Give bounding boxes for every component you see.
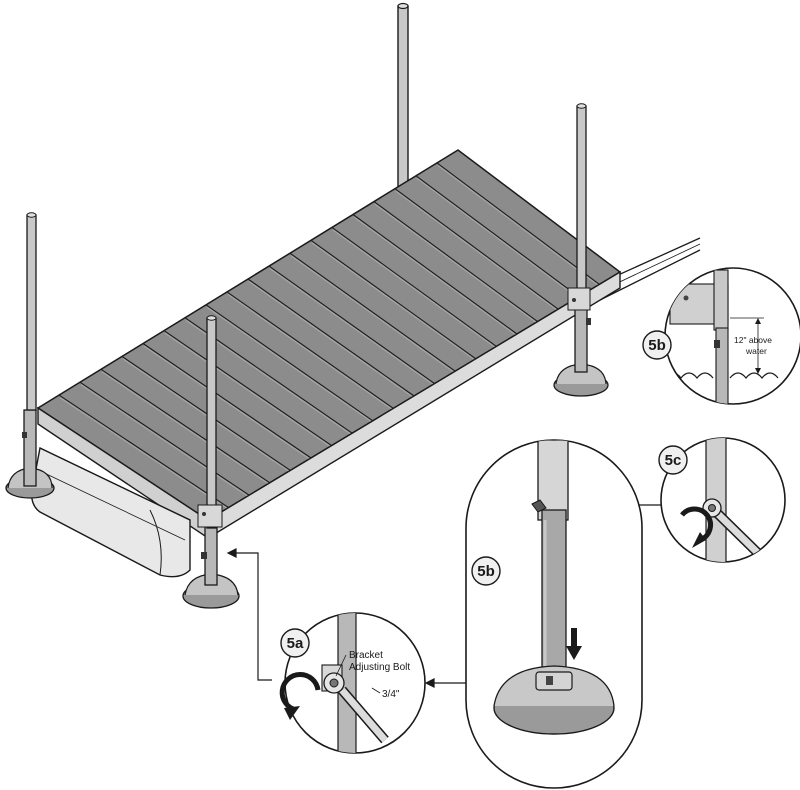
plank-seam xyxy=(142,343,312,459)
plank-highlight xyxy=(59,397,230,511)
plank-seam xyxy=(79,381,250,496)
plank-seam xyxy=(163,330,332,447)
plank-seam xyxy=(205,304,374,422)
plank-highlight xyxy=(332,229,498,350)
right-post xyxy=(553,103,609,397)
plank-seam xyxy=(289,252,456,372)
plank-highlight xyxy=(353,216,519,337)
plank-highlight xyxy=(248,281,416,399)
plank-highlight xyxy=(311,242,478,362)
step-5b-small-label: 5b xyxy=(648,337,666,354)
plank-highlight xyxy=(269,268,436,387)
plank-highlight xyxy=(416,177,581,300)
plank-seam xyxy=(331,226,497,347)
plank-highlight xyxy=(101,371,272,486)
front-post xyxy=(182,315,240,609)
plank-highlight xyxy=(80,384,251,499)
height-label-line2: water xyxy=(745,346,767,356)
plank-highlight xyxy=(290,255,457,375)
step-5c-label: 5c xyxy=(665,452,682,469)
plank-seam xyxy=(226,291,394,409)
detail-5c: 5c xyxy=(658,437,786,563)
detail-5b-large: 5b xyxy=(465,439,643,789)
plank-highlight xyxy=(395,190,560,313)
bracket-label-line1: Bracket xyxy=(349,650,383,661)
plank-highlight xyxy=(437,164,601,288)
dock xyxy=(5,2,701,609)
plank-highlight xyxy=(206,306,375,424)
bracket-label-line2: Adjusting Bolt xyxy=(349,662,410,673)
plank-seam xyxy=(58,394,229,509)
plank-seam xyxy=(247,278,415,397)
step-5b-label: 5b xyxy=(477,563,495,580)
plank-highlight xyxy=(227,293,395,412)
far-back-post xyxy=(397,2,409,192)
plank-highlight xyxy=(164,332,333,449)
plank-seam xyxy=(415,175,580,298)
plank-seam xyxy=(352,214,518,335)
step-5a-label: 5a xyxy=(287,635,304,652)
detail-5b-small: 12" above water 5b xyxy=(642,267,800,405)
plank-seam xyxy=(394,188,559,310)
detail-5a: Bracket Adjusting Bolt 3/4" 5a xyxy=(279,612,426,754)
leader-lines xyxy=(226,500,662,688)
plank-seam xyxy=(268,265,435,385)
plank-seam xyxy=(100,368,271,484)
plank-seam xyxy=(310,239,477,360)
height-label-line1: 12" above xyxy=(734,335,772,345)
plank-seam xyxy=(436,162,600,285)
wrench-size-label: 3/4" xyxy=(382,689,400,700)
plank-seam xyxy=(121,355,291,471)
left-post xyxy=(5,212,55,499)
plank-seam xyxy=(373,201,538,323)
plank-highlight xyxy=(143,345,313,461)
plank-highlight xyxy=(374,203,539,325)
